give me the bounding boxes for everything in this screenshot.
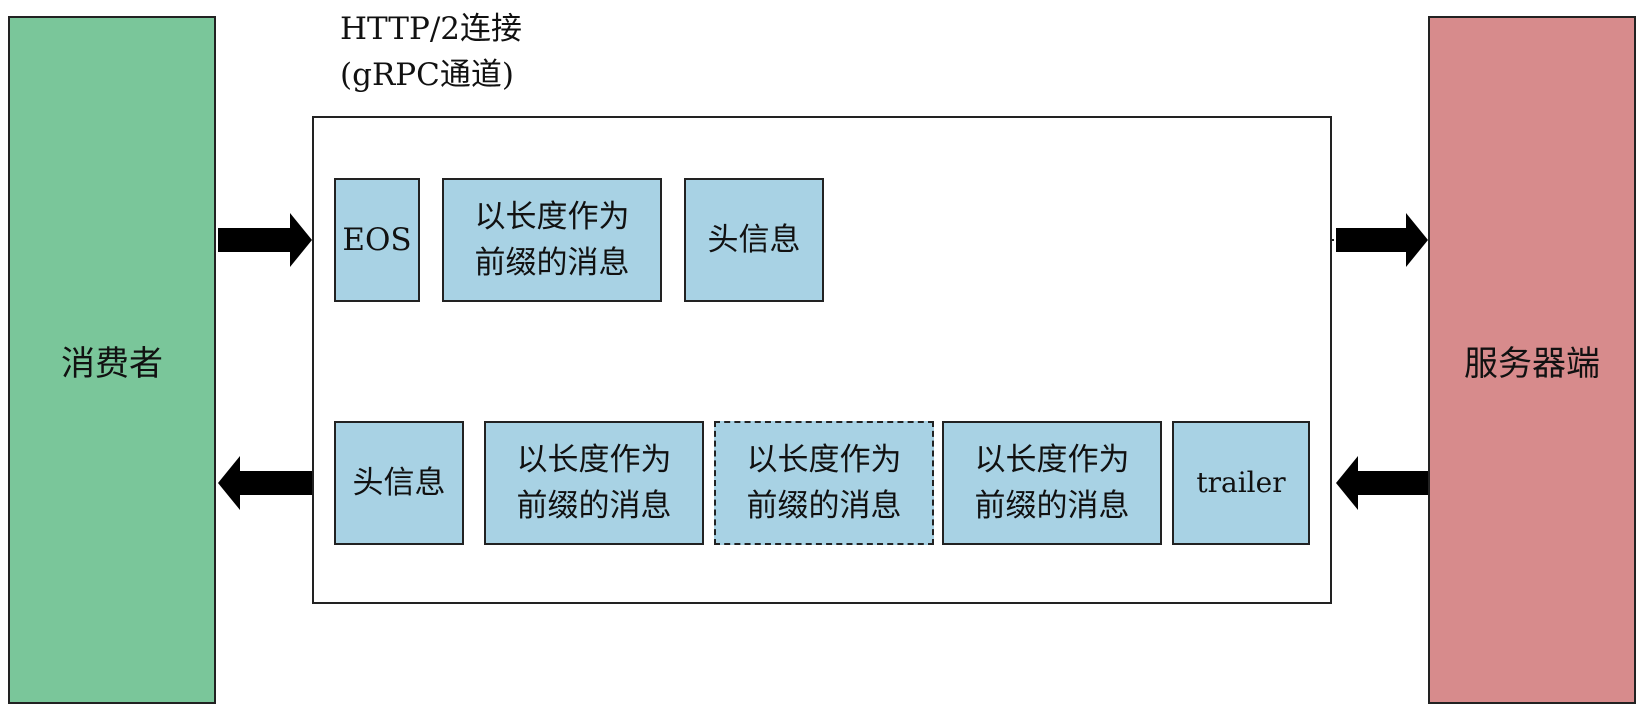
response-length-prefixed-message-1: 以长度作为 前缀的消息 <box>484 421 704 545</box>
response-length-prefixed-message-3: 以长度作为 前缀的消息 <box>942 421 1162 545</box>
arrow-connection-to-consumer <box>218 456 312 510</box>
response-trailer: trailer <box>1172 421 1310 545</box>
response-length-prefixed-message-2: 以长度作为 前缀的消息 <box>714 421 934 545</box>
arrow-consumer-to-connection <box>218 213 312 267</box>
server-block: 服务器端 <box>1428 16 1636 704</box>
request-length-prefixed-message: 以长度作为 前缀的消息 <box>442 178 662 302</box>
response-headers: 头信息 <box>334 421 464 545</box>
connection-title: HTTP/2连接 (gRPC通道) <box>340 11 522 93</box>
consumer-block: 消费者 <box>8 16 216 704</box>
arrow-connection-to-server <box>1336 213 1428 267</box>
arrow-server-to-connection <box>1336 456 1428 510</box>
request-headers: 头信息 <box>684 178 824 302</box>
request-eos: EOS <box>334 178 420 302</box>
consumer-label: 消费者 <box>61 343 163 384</box>
server-label: 服务器端 <box>1464 343 1600 384</box>
